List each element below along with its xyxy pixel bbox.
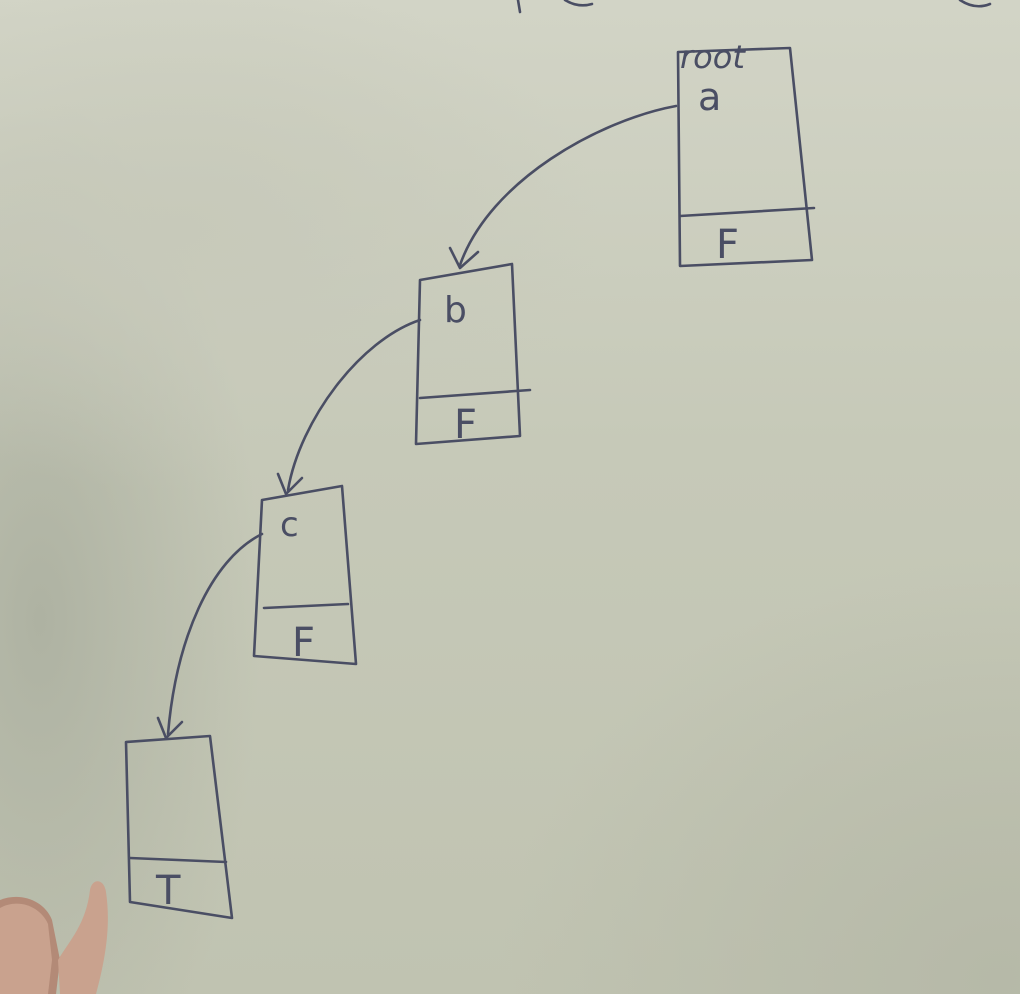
- edge-a-to-b: [448, 104, 678, 270]
- heading-fragment: [516, 0, 992, 14]
- node-c-flag: F: [292, 620, 315, 666]
- node-c-char: c: [280, 505, 299, 545]
- node-b-char: b: [444, 290, 467, 331]
- node-a-char: a: [698, 75, 721, 119]
- root-label: root: [680, 38, 746, 76]
- presenter-hand: [0, 881, 108, 994]
- trie-node-a: a F: [676, 46, 816, 268]
- trie-node-end: T: [124, 734, 234, 920]
- node-b-flag: F: [454, 402, 477, 448]
- node-end-flag: T: [155, 868, 181, 914]
- trie-node-b: b F: [414, 262, 532, 448]
- node-a-flag: F: [716, 222, 739, 268]
- edge-b-to-c: [276, 318, 422, 496]
- edge-c-to-end: [156, 532, 264, 740]
- trie-node-c: c F: [252, 484, 358, 666]
